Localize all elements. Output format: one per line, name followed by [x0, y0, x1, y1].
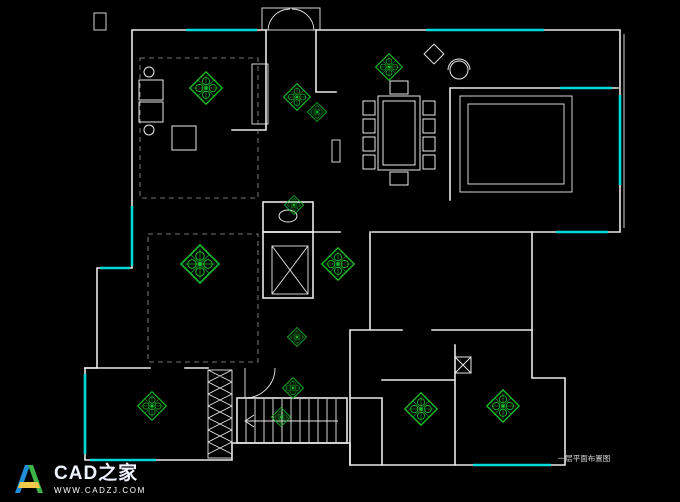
door-swing-arc [244, 367, 276, 399]
plant-symbol [283, 83, 311, 111]
windows [83, 28, 622, 467]
side-table [454, 356, 472, 374]
interior-walls [84, 29, 619, 466]
cadzj-logo-icon [15, 465, 43, 493]
plant-symbol [282, 377, 304, 399]
coffee-table [171, 125, 197, 151]
dining-table [377, 95, 421, 171]
stairs [236, 367, 348, 444]
entry-doors [261, 7, 321, 31]
plant-symbol [287, 327, 307, 347]
plant-symbol [137, 391, 167, 421]
plant-symbol [180, 244, 220, 284]
dining-chairs [362, 80, 436, 186]
watermark: CAD之家 WWW.CADZJ.COM [12, 462, 146, 496]
plant-symbol [375, 53, 403, 81]
corner-armchairs [423, 43, 471, 80]
plant-symbol [404, 392, 438, 426]
plant-symbol [307, 102, 327, 122]
ceiling-dashed-outlines [139, 57, 259, 363]
wardrobe-hatch [207, 369, 233, 459]
dining-set [362, 80, 436, 186]
plant-symbol [284, 195, 304, 215]
elevator-shaft [262, 201, 314, 299]
drawing-title: 一层平面布置图 [558, 453, 611, 463]
plant-symbol [189, 71, 223, 105]
plant-symbol [321, 247, 355, 281]
site-url: WWW.CADZJ.COM [54, 485, 146, 495]
sofa-set [138, 66, 197, 151]
bathroom-fixture [278, 209, 298, 223]
plant-symbol [271, 407, 291, 427]
plant-symbol [486, 389, 520, 423]
brand-text: CAD之家 [54, 462, 139, 484]
plants-layer [137, 53, 520, 427]
